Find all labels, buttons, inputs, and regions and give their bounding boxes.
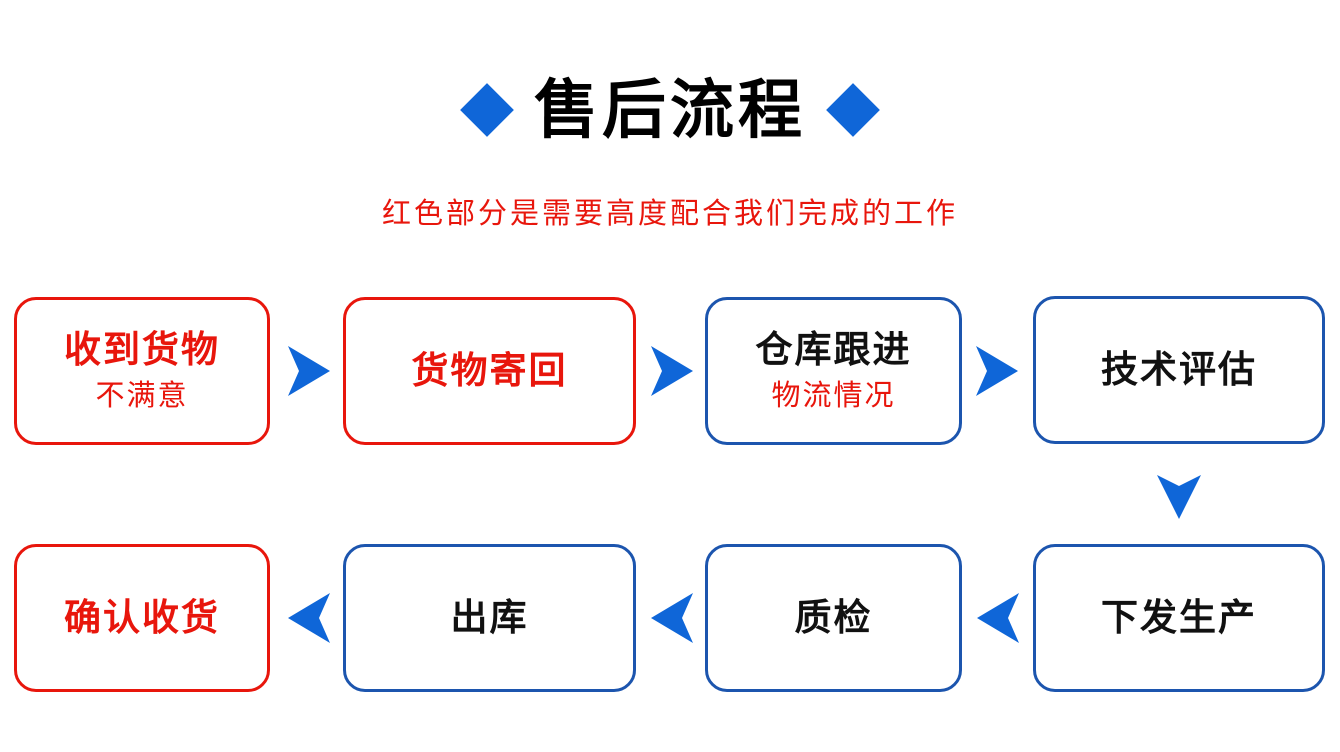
arrow-left-icon (650, 592, 694, 644)
flow-step-quality-check: 质检 (705, 544, 962, 692)
flow-step-receive-goods: 收到货物 不满意 (14, 297, 270, 445)
page-title: 售后流程 (534, 74, 806, 146)
arrow-right-icon (975, 345, 1019, 397)
arrow-right-icon (650, 345, 694, 397)
flow-step-title: 质检 (794, 596, 873, 638)
flow-step-title: 仓库跟进 (755, 329, 912, 371)
diamond-icon (826, 83, 880, 137)
flow-step-warehouse-follow-up: 仓库跟进 物流情况 (705, 297, 962, 445)
flow-step-title: 技术评估 (1101, 348, 1257, 390)
flow-step-issue-production: 下发生产 (1033, 544, 1325, 692)
flow-step-title: 货物寄回 (411, 349, 568, 391)
subtitle-note: 红色部分是需要高度配合我们完成的工作 (381, 198, 958, 230)
arrow-left-icon (287, 592, 331, 644)
arrow-left-icon (976, 592, 1020, 644)
flow-step-title: 确认收货 (64, 596, 220, 638)
flow-step-title: 下发生产 (1101, 596, 1257, 638)
flow-step-outbound: 出库 (343, 544, 636, 692)
arrow-down-icon (1156, 474, 1202, 520)
diamond-icon (460, 83, 514, 137)
flow-step-title: 收到货物 (64, 329, 220, 371)
flow-step-subtitle: 物流情况 (771, 379, 896, 412)
arrow-right-icon (287, 345, 331, 397)
flow-step-technical-evaluation: 技术评估 (1033, 296, 1325, 444)
flow-step-return-goods: 货物寄回 (343, 297, 636, 445)
page-title-row: 售后流程 (0, 78, 1340, 142)
flow-step-title: 出库 (450, 596, 529, 638)
flow-step-subtitle: 不满意 (95, 379, 189, 412)
flow-step-confirm-receipt: 确认收货 (14, 544, 270, 692)
